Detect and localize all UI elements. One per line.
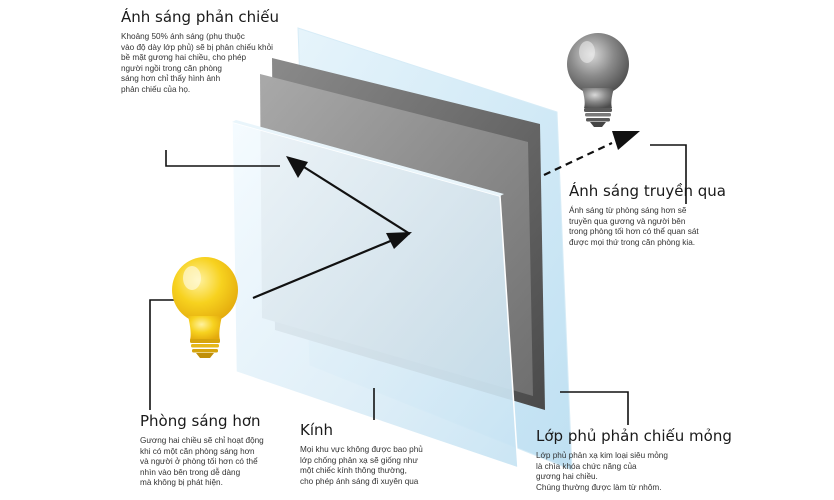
reflected-light-label: Ánh sáng phản chiếu Khoảng 50% ánh sáng … (121, 8, 301, 96)
thin-coating-title: Lớp phủ phản chiếu mỏng (536, 427, 732, 445)
glass-description: Mọi khu vực không được bao phủ lớp chống… (300, 445, 423, 486)
arrowhead-incoming (386, 232, 412, 249)
thin-coating-description: Lớp phủ phản xạ kim loại siêu mỏng là ch… (536, 451, 668, 492)
arrowhead-reflected (286, 156, 308, 178)
transmitted-light-label: Ánh sáng truyền qua Ánh sáng từ phòng sá… (569, 182, 739, 248)
transmitted-light-title: Ánh sáng truyền qua (569, 182, 727, 200)
glass-title: Kính (300, 421, 334, 439)
leader-line-coating (560, 391, 629, 425)
lightbulb-icon (567, 33, 629, 127)
arrowhead-transmitted (612, 131, 640, 150)
leader-line-reflected (165, 150, 280, 167)
bright-room-label: Phòng sáng hơn Gương hai chiều sẽ chỉ ho… (140, 412, 310, 489)
glass-label: Kính Mọi khu vực không được bao phủ lớp … (300, 421, 470, 487)
leader-line-transmitted (650, 144, 687, 204)
transmitted-light-description: Ánh sáng từ phòng sáng hơn sẽ truyền qua… (569, 206, 699, 247)
front-glass-edge (232, 120, 504, 196)
reflected-light-description: Khoảng 50% ánh sáng (phụ thuộc vào độ dà… (121, 32, 273, 94)
lightbulb-icon (172, 257, 238, 358)
bright-room-title: Phòng sáng hơn (140, 412, 261, 430)
incoming-light-arrow (252, 235, 401, 300)
thin-coating-label: Lớp phủ phản chiếu mỏng Lớp phủ phản xạ … (536, 427, 736, 493)
transmitted-light-arrow (543, 142, 613, 176)
bright-room-description: Gương hai chiều sẽ chỉ hoạt động khi có … (140, 436, 264, 488)
reflected-light-title: Ánh sáng phản chiếu (121, 8, 279, 26)
reflected-light-arrow (295, 161, 411, 235)
